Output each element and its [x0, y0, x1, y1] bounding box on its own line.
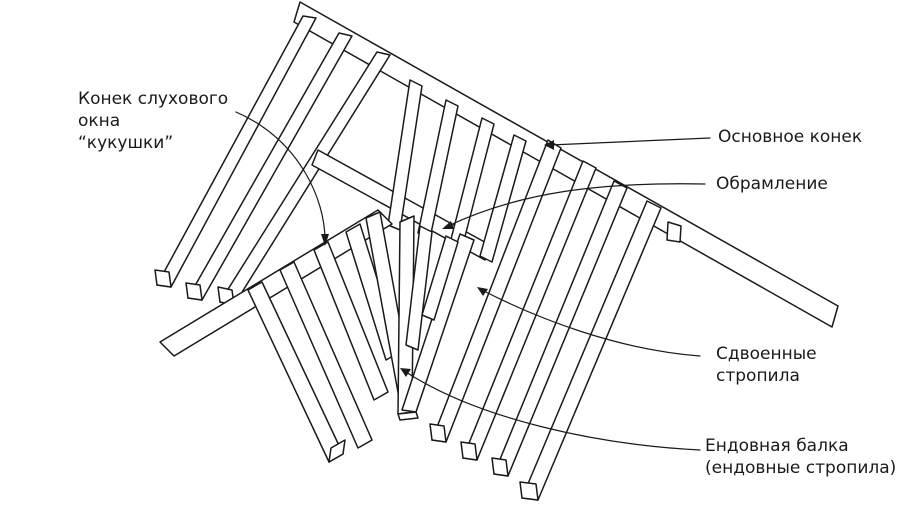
arrowhead-dormer-ridge	[321, 234, 329, 246]
label-valley-beam-line-2: (ендовные стропила)	[705, 458, 897, 478]
leader-dormer-ridge	[235, 111, 326, 241]
valley-beams	[365, 211, 475, 421]
label-valley-beam-line-1: Ендовная балка	[705, 436, 849, 456]
label-main-ridge: Основное конек	[718, 126, 862, 148]
arrowhead-main-ridge	[544, 140, 554, 150]
dormer-ridge-board	[159, 209, 393, 357]
main-ridge-board	[293, 1, 839, 328]
label-dormer-ridge: Конек слухового окна “кукушки”	[78, 88, 228, 154]
label-dormer-ridge-line-2: окна	[78, 111, 121, 131]
main-rafters-right	[429, 139, 682, 501]
arrowhead-valley-beam	[400, 368, 411, 377]
label-framing: Обрамление	[716, 173, 828, 195]
label-doubled-rafters: Сдвоенные стропила	[716, 343, 817, 387]
label-dormer-ridge-line-3: “кукушки”	[78, 133, 174, 153]
leader-framing	[447, 183, 706, 227]
label-framing-line-1: Обрамление	[716, 174, 828, 194]
main-rafters-left	[154, 15, 391, 306]
label-dormer-ridge-line-1: Конек слухового	[78, 89, 229, 109]
jack-rafters	[405, 225, 459, 351]
arrowhead-doubled-rafters	[477, 287, 488, 296]
label-doubled-rafters-line-2: стропила	[716, 366, 800, 386]
leader-main-ridge	[549, 137, 711, 146]
arrowheads	[321, 140, 554, 377]
label-doubled-rafters-line-1: Сдвоенные	[716, 344, 817, 364]
label-valley-beam: Ендовная балка (ендовные стропила)	[705, 435, 896, 479]
label-main-ridge-line-1: Основное конек	[718, 127, 863, 147]
arrowhead-framing	[442, 221, 454, 229]
leader-lines	[235, 111, 711, 451]
leader-valley-beam	[405, 371, 701, 451]
leader-doubled-rafters	[481, 289, 701, 357]
